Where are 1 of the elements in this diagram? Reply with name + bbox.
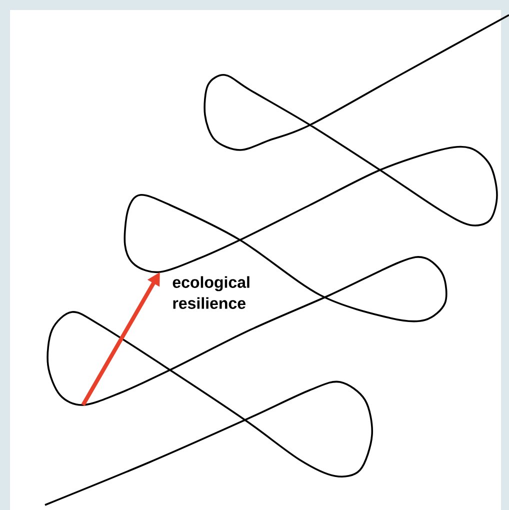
annotation-text: ecological resilience: [172, 276, 250, 309]
